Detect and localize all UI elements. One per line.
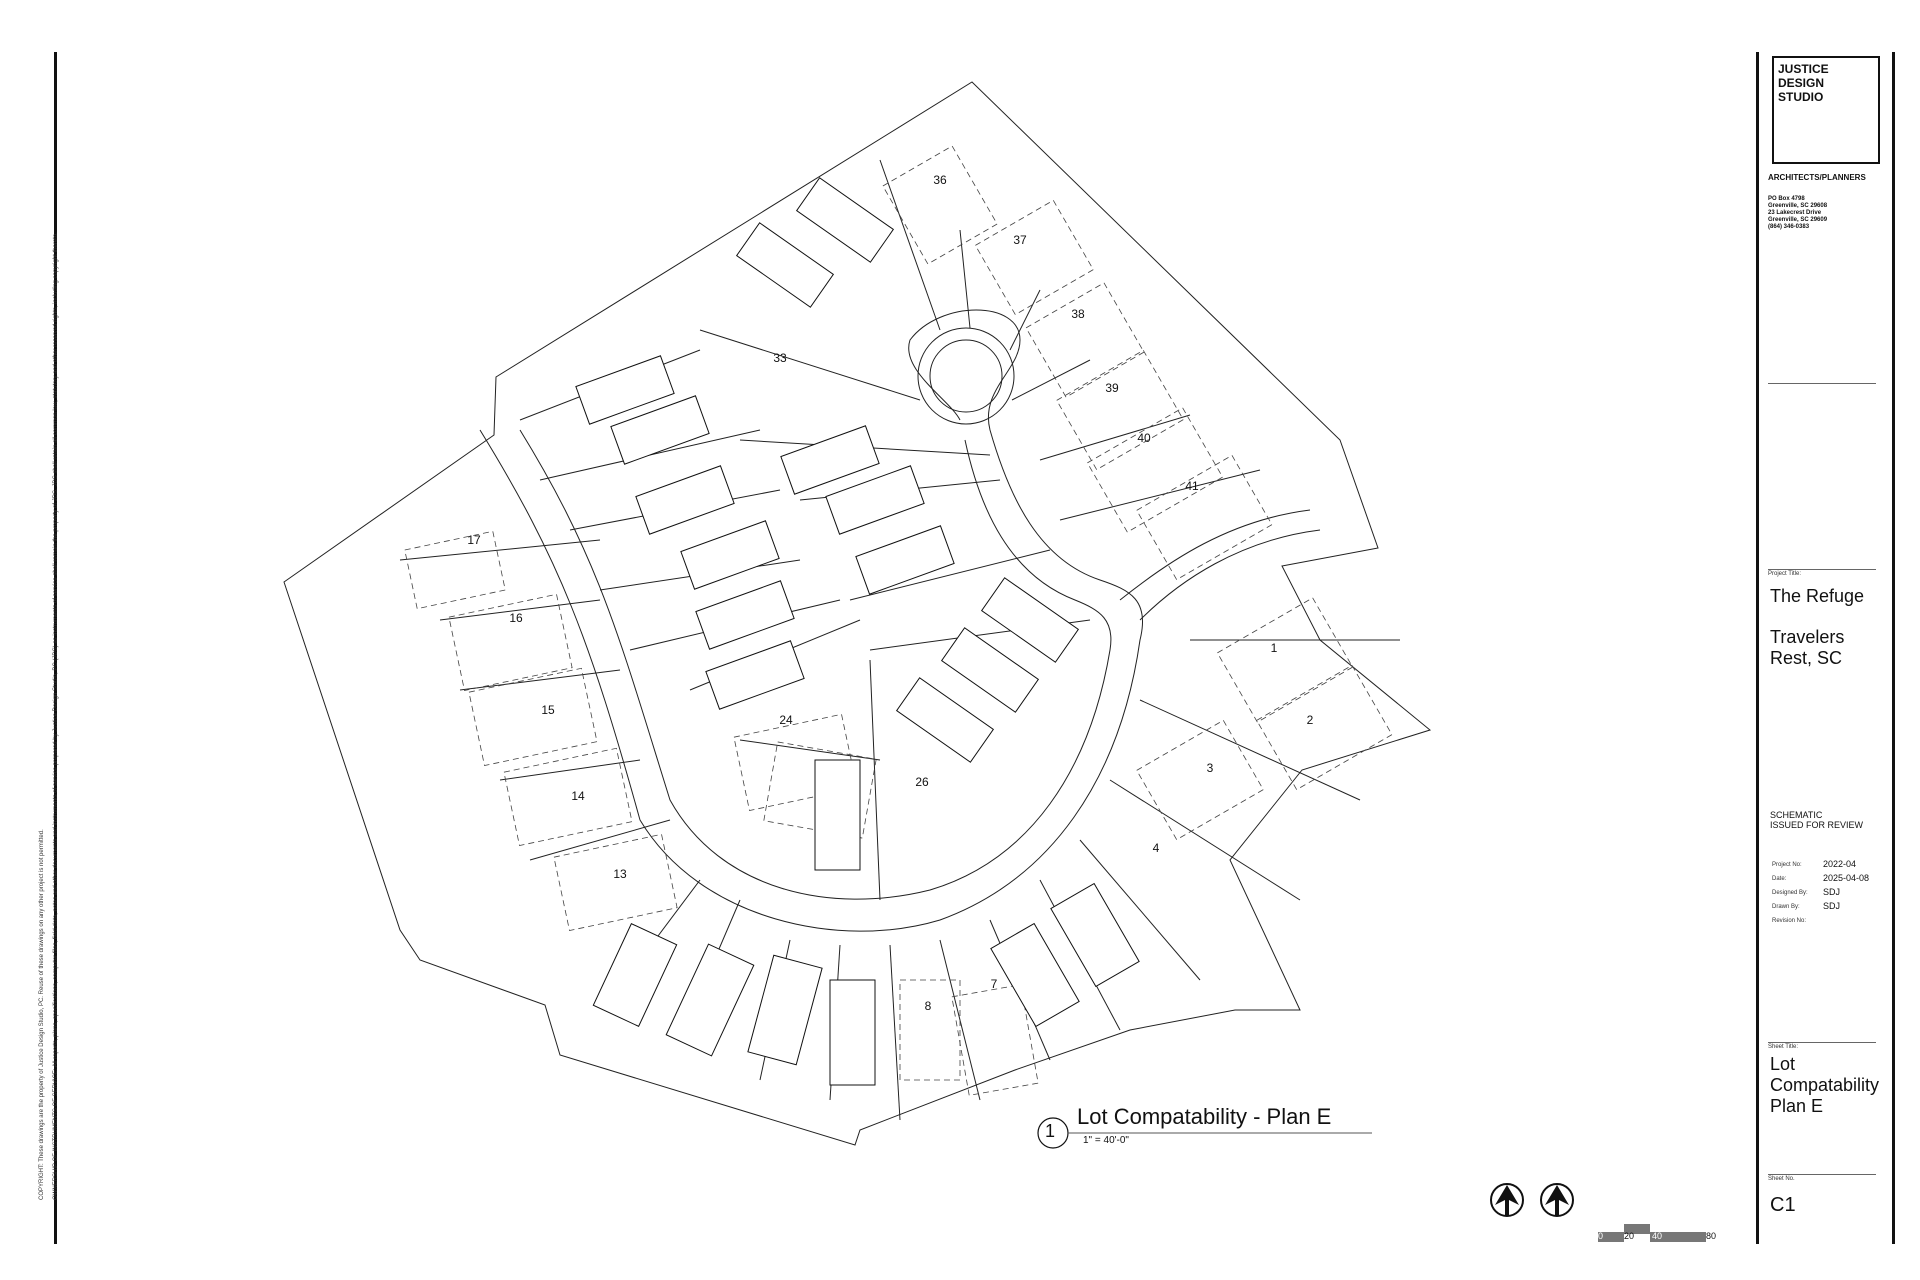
titleblock-divider-4 (1768, 1174, 1876, 1175)
road-spur (1139, 529, 1321, 621)
right-border-line (1892, 52, 1895, 1244)
sheet-no-label: Sheet No. (1768, 1176, 1795, 1182)
left-border-line (54, 52, 57, 1244)
cul-de-sac-inner (929, 339, 1003, 413)
firm-logo: JUSTICE DESIGN STUDIO (1772, 56, 1880, 164)
site-boundary (283, 81, 1432, 1146)
north-arrow-true-icon (1540, 1183, 1574, 1217)
scale-tick-0: 0 (1598, 1231, 1604, 1241)
date-value: 2025-04-08 (1823, 873, 1870, 883)
scale-bar-seg-2 (1624, 1224, 1650, 1234)
lot-15: 15 (541, 703, 555, 717)
designed-by: SDJ (1823, 887, 1841, 897)
lot-41: 41 (1185, 479, 1199, 493)
project-title-label: Project Title: (1768, 571, 1802, 577)
lot-37: 37 (1013, 233, 1027, 247)
scale-tick-20: 20 (1624, 1231, 1635, 1241)
sheet-title-label: Sheet Title: (1768, 1044, 1799, 1050)
sheet-title: Lot Compatability Plan E (1770, 1054, 1880, 1116)
drawing-scale: 1" = 40'-0" (1083, 1135, 1129, 1146)
lot-4: 4 (1153, 841, 1160, 855)
lot-3: 3 (1207, 761, 1214, 775)
drawn-by-label: Drawn By: (1772, 904, 1800, 910)
firm-discipline: ARCHITECTS/PLANNERS (1768, 173, 1866, 182)
project-location: Travelers Rest, SC (1770, 627, 1845, 668)
lot-40: 40 (1137, 431, 1151, 445)
cul-de-sac (917, 327, 1015, 425)
lot-16: 16 (509, 611, 523, 625)
lot-36: 36 (933, 173, 947, 187)
firm-name: JUSTICE DESIGN STUDIO (1778, 62, 1829, 104)
issue-status: SCHEMATIC ISSUED FOR REVIEW (1770, 810, 1864, 830)
lot-14: 14 (571, 789, 585, 803)
lot-2: 2 (1307, 713, 1314, 727)
road-spur-inner (1119, 509, 1311, 601)
lot-7: 7 (991, 977, 998, 991)
lot-13: 13 (613, 867, 627, 881)
titleblock-divider-3 (1768, 1042, 1876, 1043)
designed-by-label: Designed By: (1772, 890, 1808, 896)
project-title: The Refuge (1770, 586, 1865, 606)
lot-8: 8 (925, 999, 932, 1013)
lot-24: 24 (779, 713, 793, 727)
north-arrow-icon (1490, 1183, 1524, 1217)
project-no-label: Project No: (1772, 862, 1802, 868)
scale-tick-40: 40 (1652, 1231, 1663, 1241)
firm-address: PO Box 4798 Greenville, SC 29608 23 Lake… (1768, 196, 1828, 230)
lot-39: 39 (1105, 381, 1119, 395)
revision-label: Revision No: (1772, 918, 1807, 924)
scale-tick-80: 80 (1706, 1231, 1717, 1241)
lot-17: 17 (467, 533, 481, 547)
lot-26: 26 (915, 775, 929, 789)
titleblock-border-line (1756, 52, 1759, 1244)
project-no: 2022-04 (1823, 859, 1857, 869)
drawing-number: 1 (1045, 1121, 1056, 1141)
road-inner (519, 429, 1112, 900)
lot-1: 1 (1271, 641, 1278, 655)
lot-33: 33 (773, 351, 787, 365)
scale-bar-seg-3 (1650, 1232, 1706, 1242)
titleblock-divider-1 (1768, 383, 1876, 384)
drawing-title: Lot Compatability - Plan E (1077, 1104, 1332, 1129)
scale-bar-seg-1 (1598, 1232, 1624, 1242)
drawn-by: SDJ (1823, 901, 1841, 911)
date-label: Date: (1772, 876, 1787, 882)
road-outer (479, 309, 1144, 932)
titleblock-divider-2 (1768, 569, 1876, 570)
lot-38: 38 (1071, 307, 1085, 321)
sheet-number: C1 (1770, 1194, 1796, 1216)
